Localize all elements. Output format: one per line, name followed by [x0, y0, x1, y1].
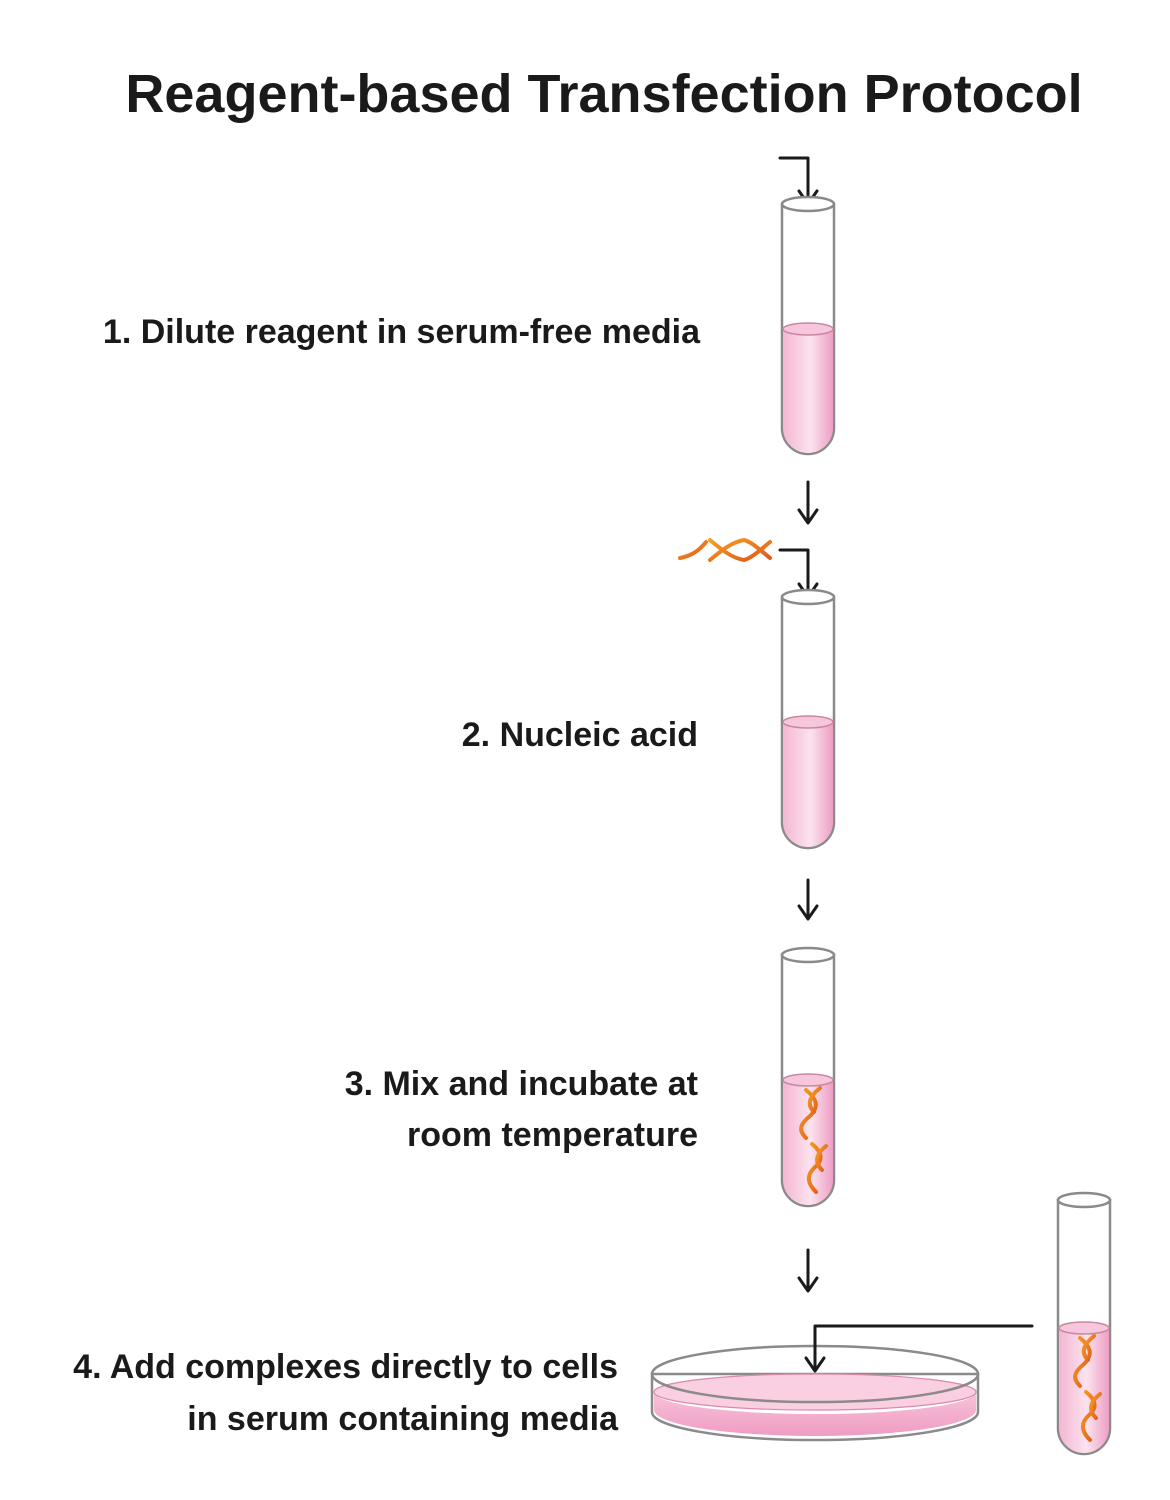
arrow-down-icon	[797, 1248, 819, 1293]
arrow-into-dish-head	[804, 1356, 826, 1373]
test-tube-icon	[780, 588, 836, 850]
arrow-into-tube-2-icon	[778, 548, 810, 598]
nucleic-acid-icon	[678, 537, 772, 563]
step-1-label: 1. Dilute reagent in serum-free media	[103, 313, 701, 351]
step-4-label-line-1: 4. Add complexes directly to cells	[73, 1348, 618, 1386]
nucleic-acid-complex-icon	[799, 1086, 828, 1194]
step-4-label-line-2: in serum containing media	[187, 1400, 619, 1438]
test-tube-icon	[1056, 1191, 1112, 1456]
step-3-label-line-1: 3. Mix and incubate at	[345, 1065, 698, 1103]
diagram-title: Reagent-based Transfection Protocol	[125, 64, 1082, 124]
step-3-label-line-2: room temperature	[407, 1116, 698, 1154]
arrow-down-icon	[797, 878, 819, 921]
step-2-label: 2. Nucleic acid	[462, 716, 698, 754]
test-tube-icon	[780, 946, 836, 1208]
arrow-down-icon	[797, 480, 819, 525]
test-tube-icon	[780, 195, 836, 456]
petri-dish-icon	[650, 1344, 980, 1442]
arrow-into-tube-1-icon	[778, 156, 810, 205]
arrow-into-dish-icon	[813, 1324, 1034, 1372]
nucleic-acid-complex-icon	[1073, 1334, 1102, 1442]
